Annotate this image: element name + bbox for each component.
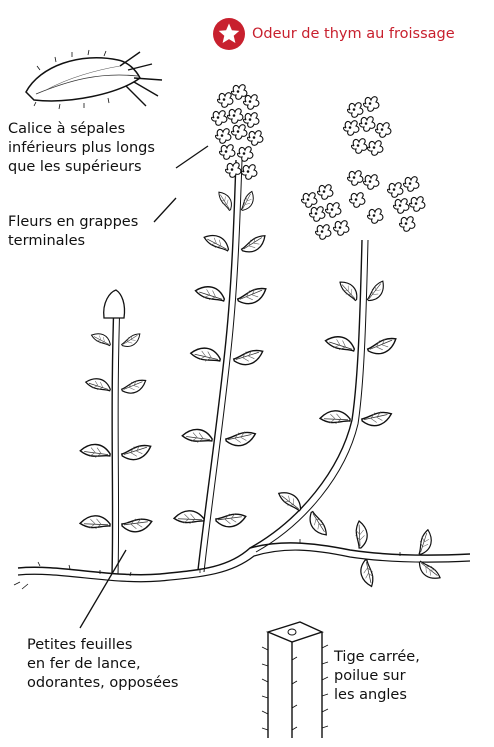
- stem-left: [80, 290, 153, 574]
- stem-middle: [174, 85, 269, 572]
- label-tige: Tige carrée, poilue sur les angles: [334, 648, 420, 705]
- calyx-sketch: [26, 50, 162, 109]
- square-stem-detail: [262, 622, 328, 738]
- stem-right: [250, 97, 442, 588]
- scent-badge: Odeur de thym au froissage: [212, 17, 455, 51]
- flower-cluster-right: [302, 97, 425, 240]
- label-feuilles: Petites feuilles en fer de lance, odoran…: [27, 636, 178, 693]
- label-fleurs: Fleurs en grappes terminales: [8, 213, 138, 251]
- pointer-feuilles: [80, 550, 126, 628]
- scent-note: Odeur de thym au froissage: [252, 26, 455, 42]
- pointer-calice: [176, 146, 208, 168]
- star-circle-icon: [212, 17, 246, 51]
- flower-cluster-middle: [212, 85, 263, 180]
- pointer-fleurs: [154, 198, 176, 222]
- label-calice: Calice à sépales inférieurs plus longs q…: [8, 120, 155, 177]
- base-stem: [14, 539, 470, 589]
